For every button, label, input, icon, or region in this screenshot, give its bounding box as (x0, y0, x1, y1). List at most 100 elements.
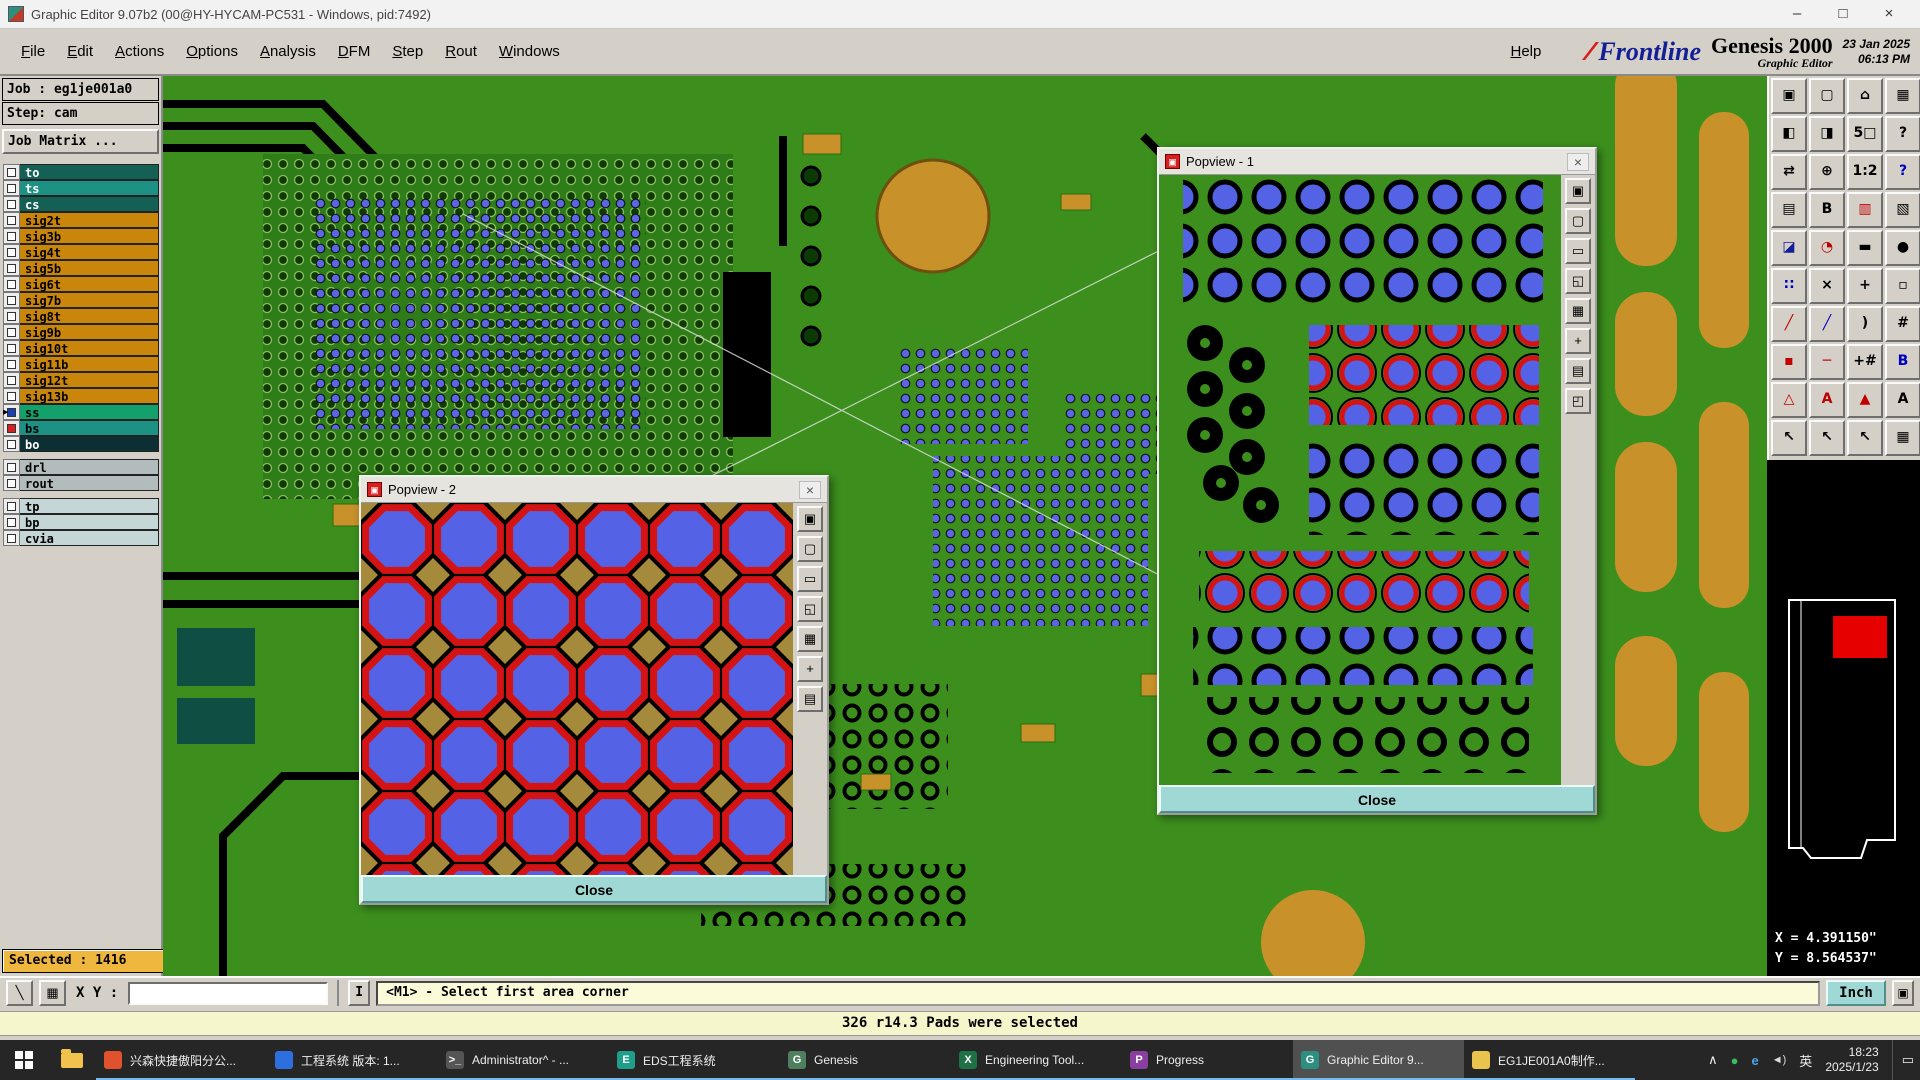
tool-button-30[interactable]: ─ (1809, 344, 1845, 380)
taskbar-app-2[interactable]: 工程系统 版本: 1... (267, 1040, 438, 1080)
layer-row-sig13b[interactable]: sig13b (3, 388, 159, 404)
layer-checkbox[interactable] (7, 279, 16, 289)
layer-checkbox[interactable] (7, 462, 16, 472)
layer-row-sig12t[interactable]: sig12t (3, 372, 159, 388)
tool-button-36[interactable]: A (1885, 382, 1920, 418)
layer-row-sig4t[interactable]: sig4t (3, 244, 159, 260)
line-select-button[interactable]: ╲ (6, 980, 33, 1006)
tool-button-15[interactable]: ▥ (1847, 192, 1883, 228)
layer-checkbox[interactable] (7, 343, 16, 353)
popview-2-close-button[interactable]: Close (361, 875, 827, 903)
layer-row-sig2t[interactable]: sig2t (3, 212, 159, 228)
layer-checkbox[interactable] (7, 423, 16, 433)
layer-row-sig10t[interactable]: sig10t (3, 340, 159, 356)
tool-button-17[interactable]: ◪ (1771, 230, 1807, 266)
tool-button-31[interactable]: +# (1847, 344, 1883, 380)
tool-button-2[interactable]: ▢ (1809, 78, 1845, 114)
menu-dfm[interactable]: DFM (337, 43, 371, 60)
popview-tool-button[interactable]: ▦ (1565, 298, 1591, 324)
maximize-button[interactable]: □ (1838, 5, 1848, 22)
taskbar-app-3[interactable]: >_Administrator^ - ... (438, 1040, 609, 1080)
minimize-button[interactable]: – (1792, 5, 1802, 22)
tray-chevron-icon[interactable]: ∧ (1708, 1052, 1718, 1067)
units-extra-button[interactable]: ▣ (1892, 980, 1914, 1006)
popview-1-close-icon[interactable]: × (1567, 152, 1589, 171)
layer-checkbox[interactable] (7, 167, 16, 177)
tool-button-13[interactable]: ▤ (1771, 192, 1807, 228)
menu-windows[interactable]: Windows (498, 43, 560, 60)
tool-button-29[interactable]: ▪ (1771, 344, 1807, 380)
tool-button-34[interactable]: A (1809, 382, 1845, 418)
layer-row-sig11b[interactable]: sig11b (3, 356, 159, 372)
layer-row-rout[interactable]: rout (3, 475, 159, 491)
layer-row-sig6t[interactable]: sig6t (3, 276, 159, 292)
tool-button-38[interactable]: ↖ (1809, 420, 1845, 456)
grid-snap-button[interactable]: ▦ (39, 980, 66, 1006)
tool-button-39[interactable]: ↖ (1847, 420, 1883, 456)
menu-edit[interactable]: Edit (67, 43, 94, 60)
tool-button-12[interactable]: ? (1885, 154, 1920, 190)
layer-checkbox[interactable] (7, 215, 16, 225)
window-titlebar[interactable]: Graphic Editor 9.07b2 (00@HY-HYCAM-PC531… (0, 0, 1920, 29)
popview-1-titlebar[interactable]: ▣ Popview - 1 × (1159, 149, 1595, 175)
layer-checkbox[interactable] (7, 327, 16, 337)
layer-row-ts[interactable]: ts (3, 180, 159, 196)
tool-button-3[interactable]: ⌂ (1847, 78, 1883, 114)
layer-row-bo[interactable]: bo (3, 436, 159, 452)
input-language-indicator[interactable]: 英 (1799, 1053, 1813, 1069)
file-explorer-button[interactable] (48, 1040, 96, 1080)
tray-green-app-icon[interactable]: ● (1730, 1052, 1739, 1068)
menu-actions[interactable]: Actions (115, 43, 165, 60)
menu-help[interactable]: Help (1510, 43, 1542, 60)
popview-tool-button[interactable]: ▦ (797, 626, 823, 652)
layer-checkbox[interactable] (7, 183, 16, 193)
layer-row-sig9b[interactable]: sig9b (3, 324, 159, 340)
layer-row-tp[interactable]: tp (3, 498, 159, 514)
layer-row-ss[interactable]: ▶ss (3, 404, 159, 420)
tool-button-1[interactable]: ▣ (1771, 78, 1807, 114)
popview-tool-button[interactable]: ▭ (797, 566, 823, 592)
popview-tool-button[interactable]: + (1565, 328, 1591, 354)
layer-row-cvia[interactable]: cvia (3, 530, 159, 546)
layer-checkbox[interactable] (7, 359, 16, 369)
layer-checkbox[interactable] (7, 311, 16, 321)
layer-row-sig5b[interactable]: sig5b (3, 260, 159, 276)
menu-analysis[interactable]: Analysis (259, 43, 316, 60)
layer-checkbox[interactable] (7, 533, 16, 543)
tool-button-27[interactable]: ) (1847, 306, 1883, 342)
taskbar-clock[interactable]: 18:23 2025/1/23 (1825, 1045, 1878, 1075)
popview-tool-button[interactable]: ◰ (1565, 388, 1591, 414)
layer-checkbox[interactable] (7, 247, 16, 257)
close-button[interactable]: × (1884, 5, 1894, 22)
layer-row-sig8t[interactable]: sig8t (3, 308, 159, 324)
popview-tool-button[interactable]: ◱ (1565, 268, 1591, 294)
layer-checkbox[interactable] (7, 231, 16, 241)
popview-2-close-icon[interactable]: × (799, 480, 821, 499)
layer-checkbox[interactable] (7, 407, 16, 417)
tool-button-40[interactable]: ▦ (1885, 420, 1920, 456)
speaker-icon[interactable]: ◄) (1771, 1054, 1787, 1066)
tool-button-28[interactable]: # (1885, 306, 1920, 342)
tool-button-5[interactable]: ◧ (1771, 116, 1807, 152)
tool-button-7[interactable]: 5□ (1847, 116, 1883, 152)
layer-checkbox[interactable] (7, 295, 16, 305)
layer-row-bs[interactable]: bs (3, 420, 159, 436)
popview-1-window[interactable]: ▣ Popview - 1 × (1157, 147, 1597, 815)
layer-checkbox[interactable] (7, 375, 16, 385)
layer-checkbox[interactable] (7, 439, 16, 449)
layer-checkbox[interactable] (7, 517, 16, 527)
layer-row-sig7b[interactable]: sig7b (3, 292, 159, 308)
popview-1-close-button[interactable]: Close (1159, 785, 1595, 813)
xy-input[interactable] (128, 981, 329, 1005)
tool-button-4[interactable]: ▦ (1885, 78, 1920, 114)
popview-tool-button[interactable]: ▤ (797, 686, 823, 712)
insert-mode-button[interactable]: I (348, 980, 371, 1006)
popview-2-titlebar[interactable]: ▣ Popview - 2 × (361, 477, 827, 503)
taskbar-app-9[interactable]: EG1JE001A0制作... (1464, 1040, 1635, 1080)
popview-tool-button[interactable]: ▭ (1565, 238, 1591, 264)
